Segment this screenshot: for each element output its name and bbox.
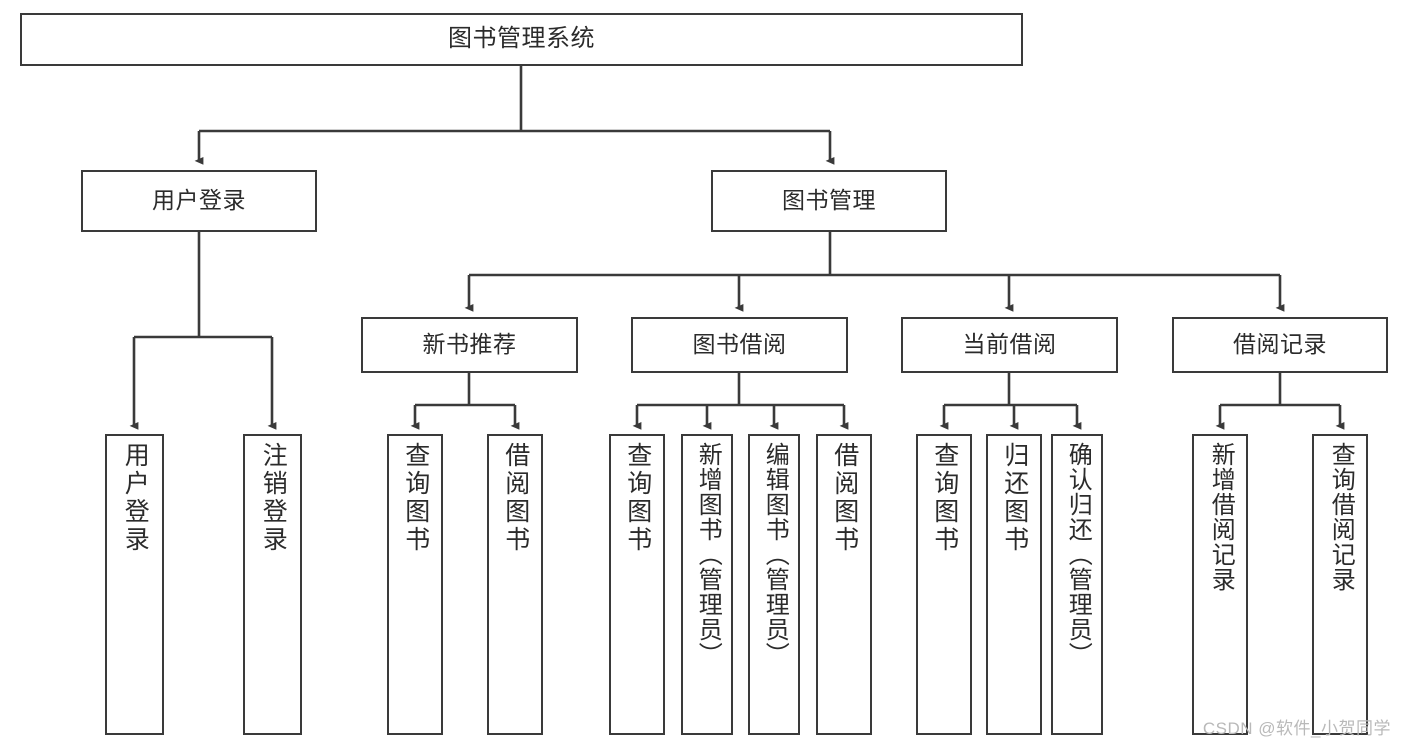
leaf-logout[interactable]: 注销登录 bbox=[243, 434, 302, 735]
node-book-borrow[interactable]: 图书借阅 bbox=[631, 317, 848, 373]
node-user-login[interactable]: 用户登录 bbox=[81, 170, 317, 232]
leaf-borrow-book[interactable]: 借阅图书 bbox=[816, 434, 872, 735]
leaf-query-book-current[interactable]: 查询图书 bbox=[916, 434, 972, 735]
leaf-add-book-admin[interactable]: 新增图书（管理员） bbox=[681, 434, 733, 735]
leaf-user-login[interactable]: 用户登录 bbox=[105, 434, 164, 735]
node-label: 图书管理系统 bbox=[448, 25, 595, 53]
node-borrow-record[interactable]: 借阅记录 bbox=[1172, 317, 1388, 373]
leaf-borrow-book-recommend[interactable]: 借阅图书 bbox=[487, 434, 543, 735]
node-label: 图书借阅 bbox=[692, 331, 787, 358]
node-current-borrow[interactable]: 当前借阅 bbox=[901, 317, 1118, 373]
node-label: 新书推荐 bbox=[422, 331, 517, 358]
node-book-management[interactable]: 图书管理 bbox=[711, 170, 947, 232]
node-label: 当前借阅 bbox=[962, 331, 1057, 358]
leaf-confirm-return-admin[interactable]: 确认归还（管理员） bbox=[1051, 434, 1103, 735]
node-label: 借阅记录 bbox=[1233, 331, 1327, 358]
node-label: 借阅图书 bbox=[501, 442, 530, 554]
watermark: CSDN @软件_小贺同学 bbox=[1202, 719, 1391, 738]
node-label: 用户登录 bbox=[152, 187, 246, 214]
node-label: 新增借阅记录 bbox=[1207, 442, 1235, 592]
node-label: 借阅图书 bbox=[830, 442, 859, 554]
leaf-add-borrow-record[interactable]: 新增借阅记录 bbox=[1192, 434, 1248, 735]
node-new-book-recommend[interactable]: 新书推荐 bbox=[361, 317, 578, 373]
node-label: 确认归还（管理员） bbox=[1064, 442, 1092, 667]
node-label: 注销登录 bbox=[259, 442, 288, 554]
node-label: 编辑图书（管理员） bbox=[761, 442, 789, 667]
node-label: 归还图书 bbox=[1000, 442, 1029, 554]
leaf-query-book-recommend[interactable]: 查询图书 bbox=[387, 434, 443, 735]
node-label: 图书管理 bbox=[782, 187, 876, 214]
leaf-query-book-borrow[interactable]: 查询图书 bbox=[609, 434, 665, 735]
node-label: 新增图书（管理员） bbox=[694, 442, 722, 667]
leaf-query-borrow-record[interactable]: 查询借阅记录 bbox=[1312, 434, 1368, 735]
leaf-edit-book-admin[interactable]: 编辑图书（管理员） bbox=[748, 434, 800, 735]
node-root-system[interactable]: 图书管理系统 bbox=[20, 13, 1023, 66]
node-label: 用户登录 bbox=[121, 442, 150, 554]
node-label: 查询图书 bbox=[401, 442, 430, 554]
node-label: 查询借阅记录 bbox=[1327, 442, 1355, 592]
node-label: 查询图书 bbox=[623, 442, 652, 554]
node-label: 查询图书 bbox=[930, 442, 959, 554]
leaf-return-book[interactable]: 归还图书 bbox=[986, 434, 1042, 735]
